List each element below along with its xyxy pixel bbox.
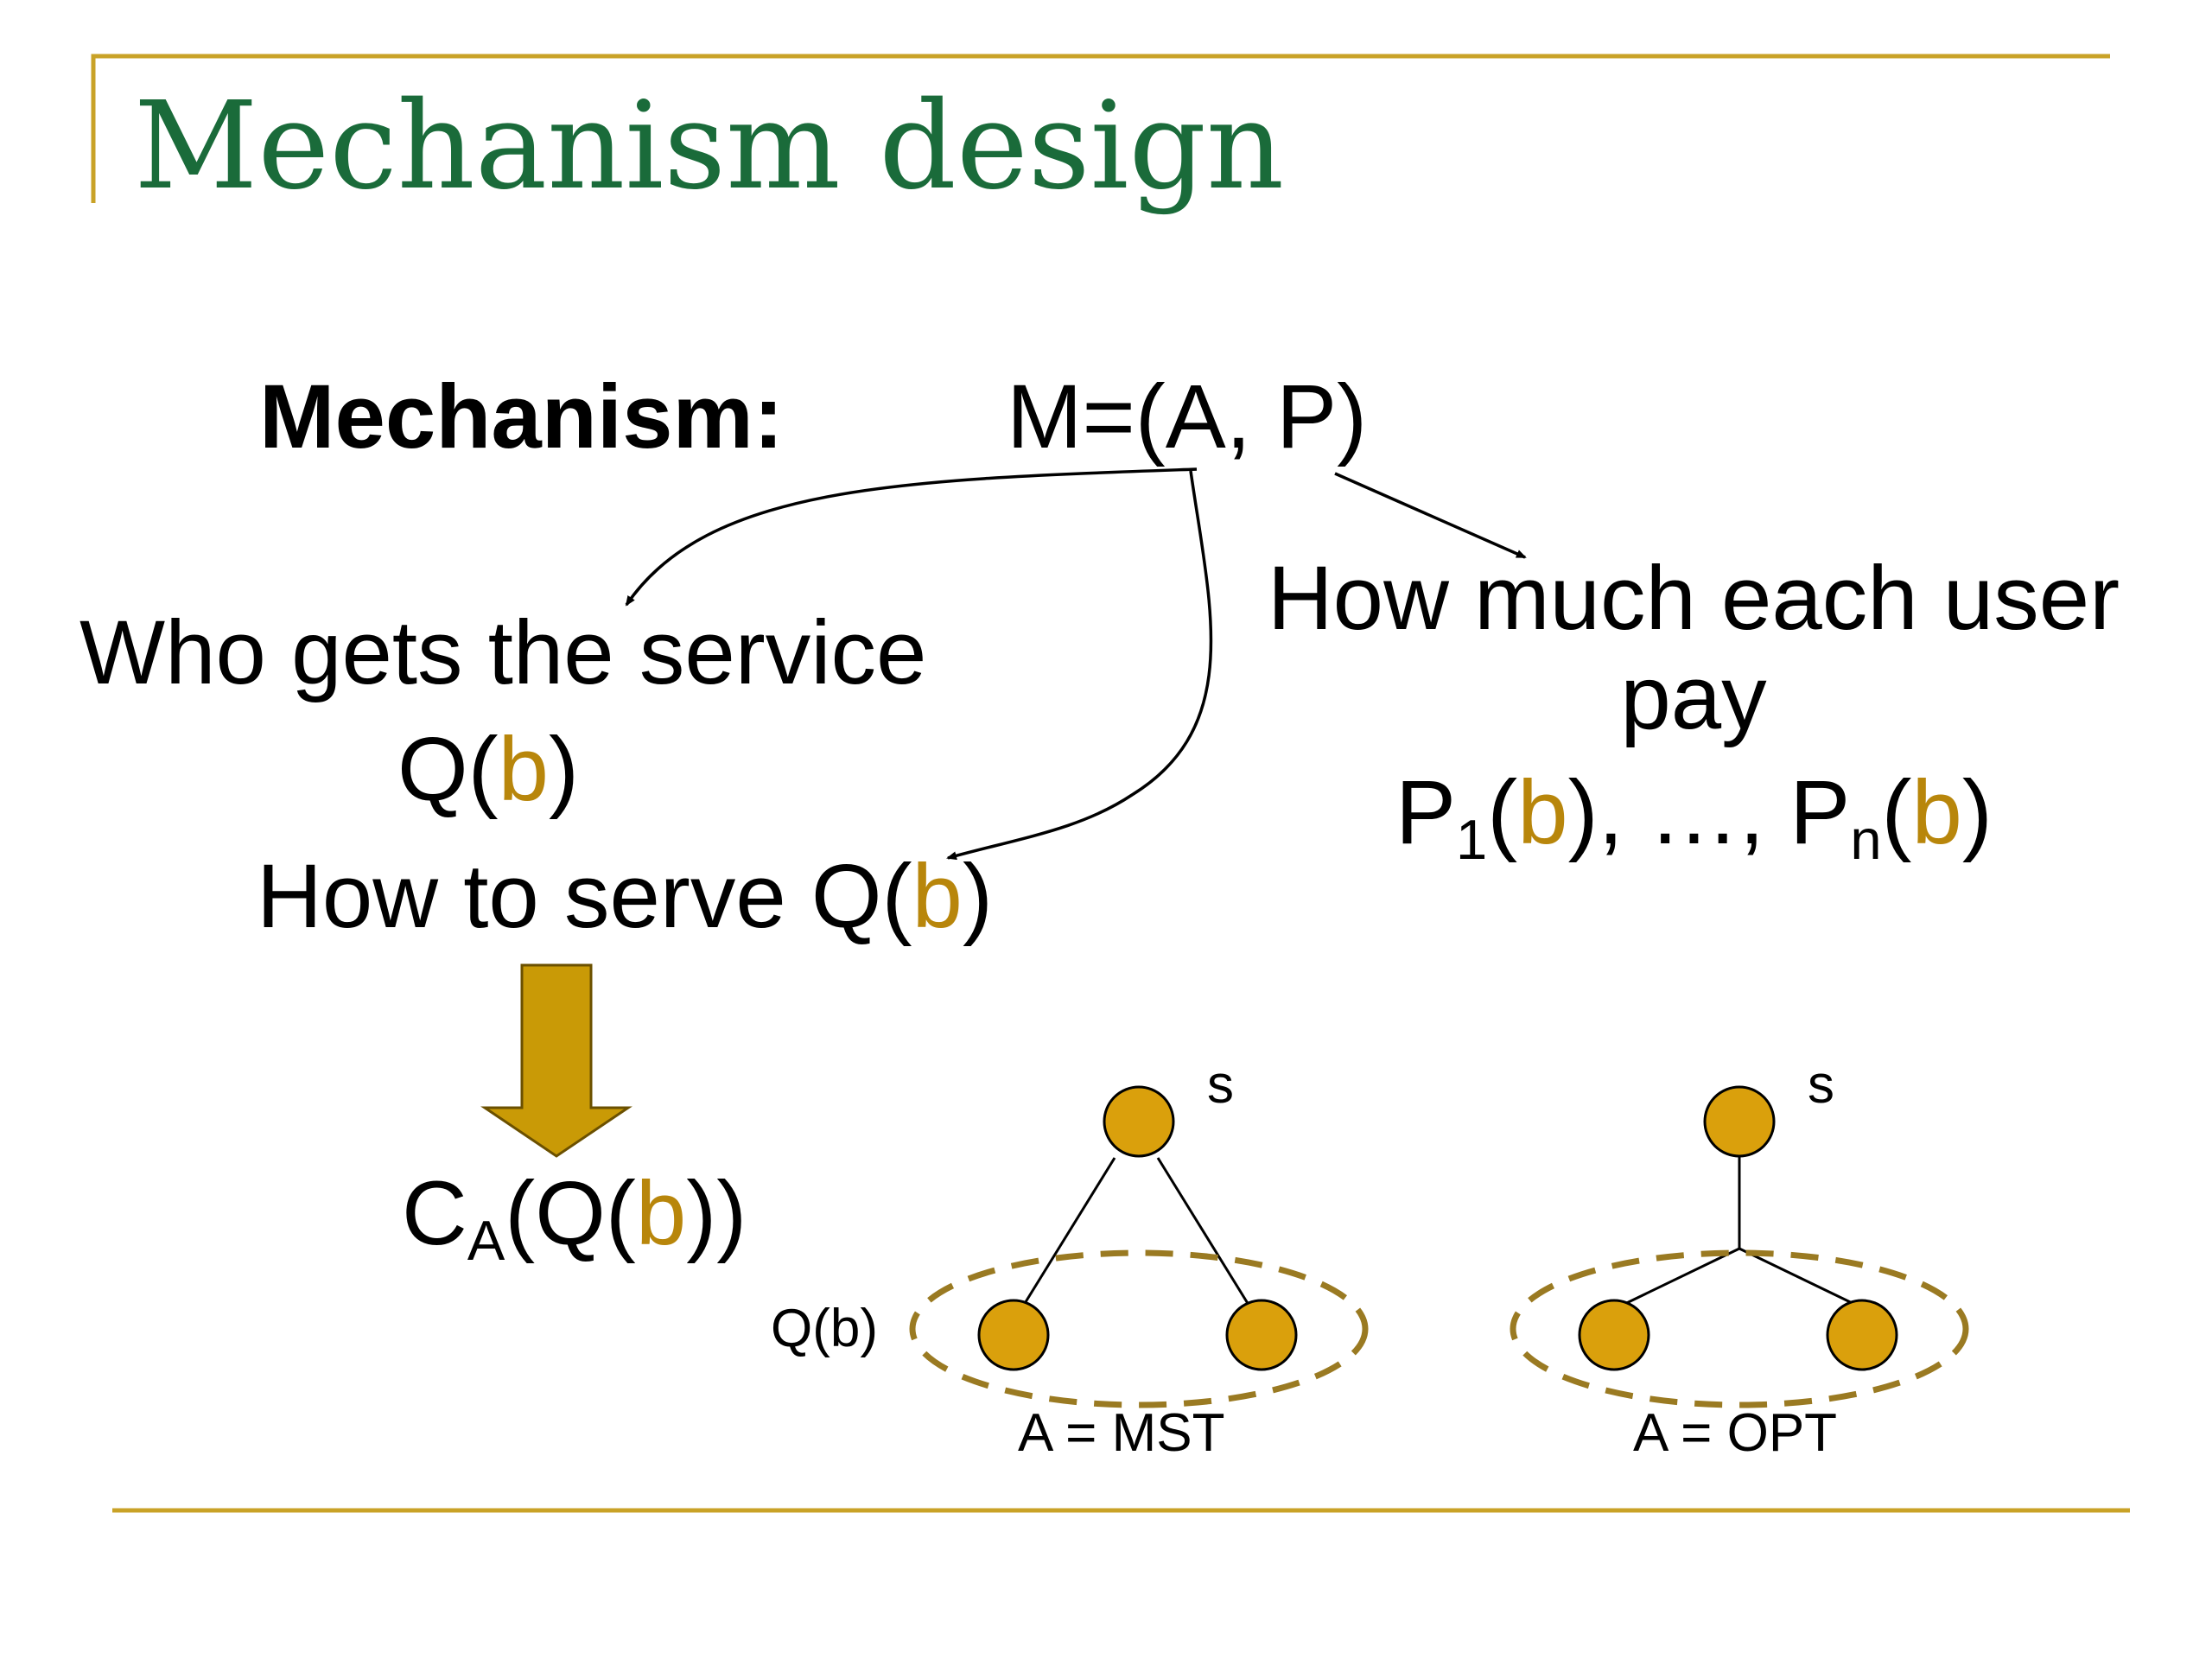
down-block-arrow (480, 963, 632, 1158)
payments-mid: ), …, P (1567, 762, 1851, 863)
opt-leaf-left (1578, 1299, 1650, 1371)
qb-b: b (498, 719, 550, 820)
payments-bn: b (1911, 762, 1962, 863)
payments-sub1: 1 (1456, 808, 1488, 872)
cost-sub: A (467, 1209, 505, 1273)
how-much-line2: pay (1620, 647, 1767, 748)
how-to-serve-close: ) (962, 846, 993, 947)
payments-b1: b (1517, 762, 1568, 863)
top-frame-rule (91, 54, 2110, 203)
opt-source-node (1703, 1085, 1776, 1158)
cost-open: (Q( (505, 1163, 636, 1264)
tree-mst (909, 1085, 1369, 1408)
arrow-to-who-gets (625, 467, 1198, 607)
qb-text: Q(b) (397, 724, 579, 815)
tree-opt (1510, 1085, 1969, 1408)
payments-end: ) (1961, 762, 1993, 863)
mechanism-formula: M=(A, P) (1007, 366, 1368, 467)
opt-caption: A = OPT (1633, 1403, 1838, 1463)
q-set-label: Q(b) (771, 1299, 878, 1358)
how-much-line1: How much each user (1267, 548, 2120, 649)
who-gets-text: Who gets the service (79, 602, 927, 703)
mst-source-node (1103, 1085, 1175, 1158)
mst-caption: A = MST (1018, 1403, 1225, 1463)
mst-edge-right (1156, 1157, 1250, 1306)
mst-leaf-left (977, 1299, 1050, 1371)
opt-leaf-right (1826, 1299, 1898, 1371)
opt-edge-left (1613, 1247, 1740, 1311)
opt-set-ellipse (1510, 1249, 1969, 1408)
mst-leaf-right (1225, 1299, 1298, 1371)
qb-q: Q( (397, 719, 499, 820)
payments-p1: P (1395, 762, 1457, 863)
payments-formula: P1(b), …, Pn(b) (1395, 762, 1993, 872)
mechanism-label: Mechanism: (259, 366, 784, 467)
mst-set-ellipse (909, 1249, 1369, 1408)
mst-edge-left (1022, 1157, 1116, 1306)
how-to-serve-prefix: How to serve Q( (257, 846, 912, 947)
cost-b: b (635, 1163, 687, 1264)
cost-c: C (402, 1163, 467, 1264)
cost-close: )) (686, 1163, 747, 1264)
cost-formula: CA(Q(b)) (402, 1168, 747, 1268)
opt-source-label: s (1808, 1055, 1834, 1115)
payments-subn: n (1850, 808, 1882, 872)
how-to-serve-text: How to serve Q(b) (257, 851, 993, 942)
arrow-to-how-to-serve (946, 470, 1213, 861)
arrow-to-how-much (1334, 472, 1527, 559)
opt-edge-right (1738, 1247, 1866, 1311)
qb-close: ) (549, 719, 580, 820)
slide-title: Mechanism design (134, 76, 1285, 217)
how-to-serve-b: b (912, 846, 963, 947)
mst-source-label: s (1207, 1055, 1234, 1115)
